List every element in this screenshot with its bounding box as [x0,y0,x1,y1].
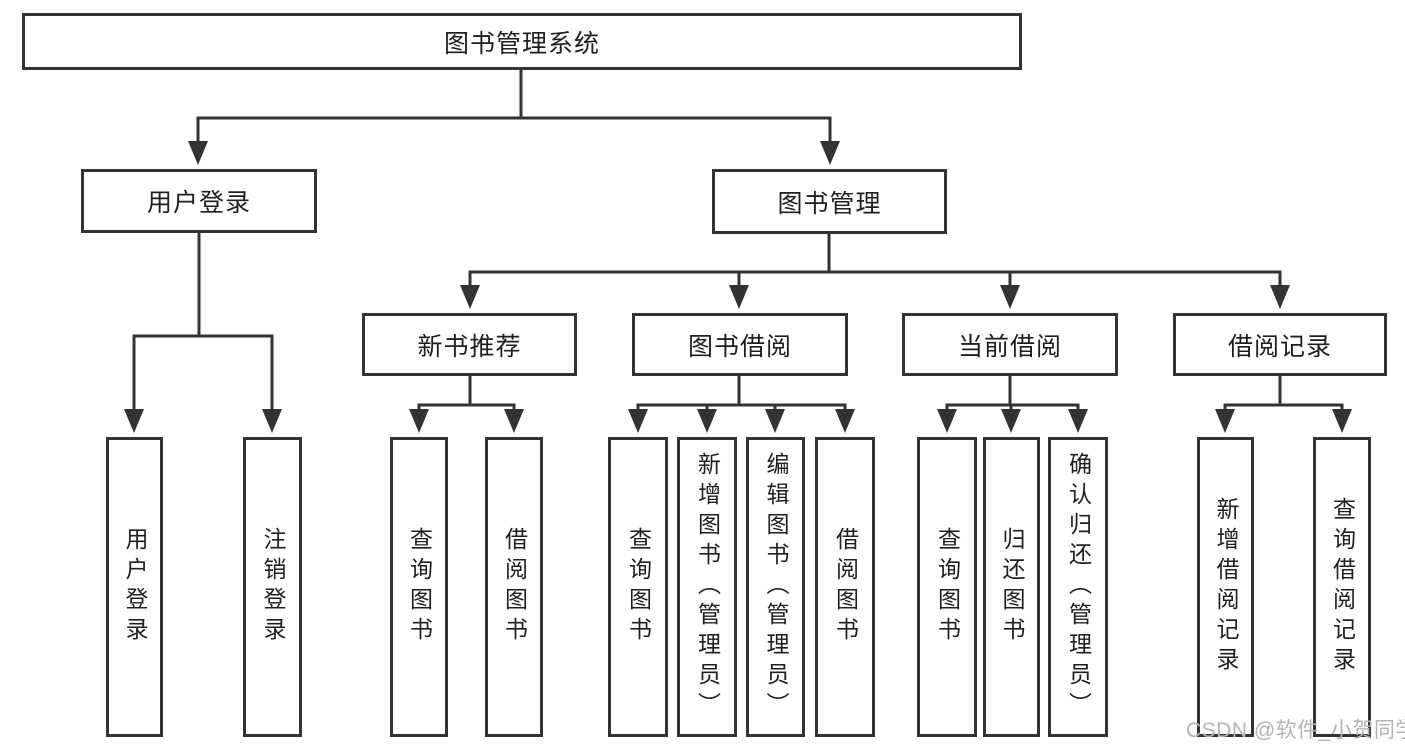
leaf-query-borrow-record: 查询借阅记录 [1313,437,1371,737]
leaf-label: 借阅图书 [832,527,859,647]
node-borrow-records: 借阅记录 [1173,313,1387,376]
leaf-query-books: 查询图书 [608,437,668,737]
leaf-label: 借阅图书 [501,527,528,647]
leaf-add-borrow-record: 新增借阅记录 [1197,437,1254,737]
node-label: 当前借阅 [957,332,1062,361]
leaf-confirm-return-admin: 确认归还（管理员） [1048,437,1108,737]
node-label: 图书管理 [777,189,882,218]
node-label: 用户登录 [146,189,251,217]
leaf-label: 注销登录 [260,527,286,647]
leaf-query-books: 查询图书 [917,437,977,737]
leaf-label: 查询图书 [406,527,433,647]
leaf-label: 查询图书 [934,527,961,647]
leaf-label: 查询借阅记录 [1329,497,1356,677]
node-current-borrow: 当前借阅 [902,313,1118,376]
leaf-edit-books-admin: 编辑图书（管理员） [746,437,805,737]
watermark: CSDN @软件_小贺同学 [1186,719,1405,742]
node-book-management: 图书管理 [712,169,947,234]
leaf-label: 编辑图书（管理员） [763,452,789,722]
leaf-user-login: 用户登录 [106,437,163,737]
leaf-label: 用户登录 [122,527,148,647]
leaf-add-books-admin: 新增图书（管理员） [677,437,737,737]
leaf-return-books: 归还图书 [983,437,1040,737]
leaf-label: 新增图书（管理员） [694,452,721,722]
leaf-borrow-books: 借阅图书 [815,437,875,737]
node-label: 图书借阅 [687,332,792,361]
node-user-login: 用户登录 [81,169,317,233]
leaf-label: 确认归还（管理员） [1065,452,1092,722]
leaf-logout: 注销登录 [243,437,302,737]
leaf-query-books: 查询图书 [390,437,448,737]
leaf-label: 归还图书 [999,527,1025,647]
node-book-borrow: 图书借阅 [632,313,848,376]
leaf-borrow-books: 借阅图书 [485,437,543,737]
node-label: 借阅记录 [1227,332,1332,361]
node-root-label: 图书管理系统 [443,29,600,58]
node-label: 新书推荐 [417,332,522,361]
leaf-label: 新增借阅记录 [1213,497,1239,677]
node-new-book-recommend: 新书推荐 [362,313,577,376]
leaf-label: 查询图书 [625,527,652,647]
node-root: 图书管理系统 [22,13,1022,70]
